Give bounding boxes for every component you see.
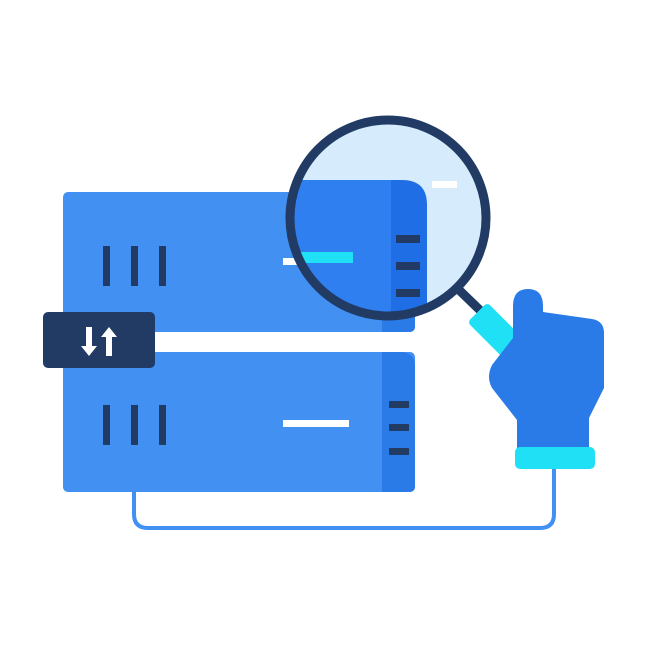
server-top-slot-2 [131, 246, 138, 286]
cable-icon [132, 462, 556, 530]
server-bottom-slot-1 [103, 405, 110, 445]
server-bottom-panel [382, 352, 415, 492]
server-bottom-led-3 [389, 448, 409, 455]
server-bottom-led-2 [389, 424, 409, 431]
server-bottom-led-1 [389, 401, 409, 408]
data-transfer-badge [43, 312, 155, 368]
magnifier-handle [469, 304, 521, 356]
server-top-slot-1 [103, 246, 110, 286]
hand-icon [489, 289, 604, 469]
data-transfer-arrows-icon [81, 327, 117, 356]
server-bottom-body [63, 352, 415, 492]
server-top-slot-3 [159, 246, 166, 286]
server-bottom-slot-2 [131, 405, 138, 445]
hand-cuff [515, 447, 595, 469]
server-bottom-indicator-line [283, 420, 349, 427]
magnifying-glass-icon [285, 115, 521, 356]
server-bottom-slot-3 [159, 405, 166, 445]
magnified-view [294, 180, 457, 312]
server-bottom [63, 352, 415, 492]
